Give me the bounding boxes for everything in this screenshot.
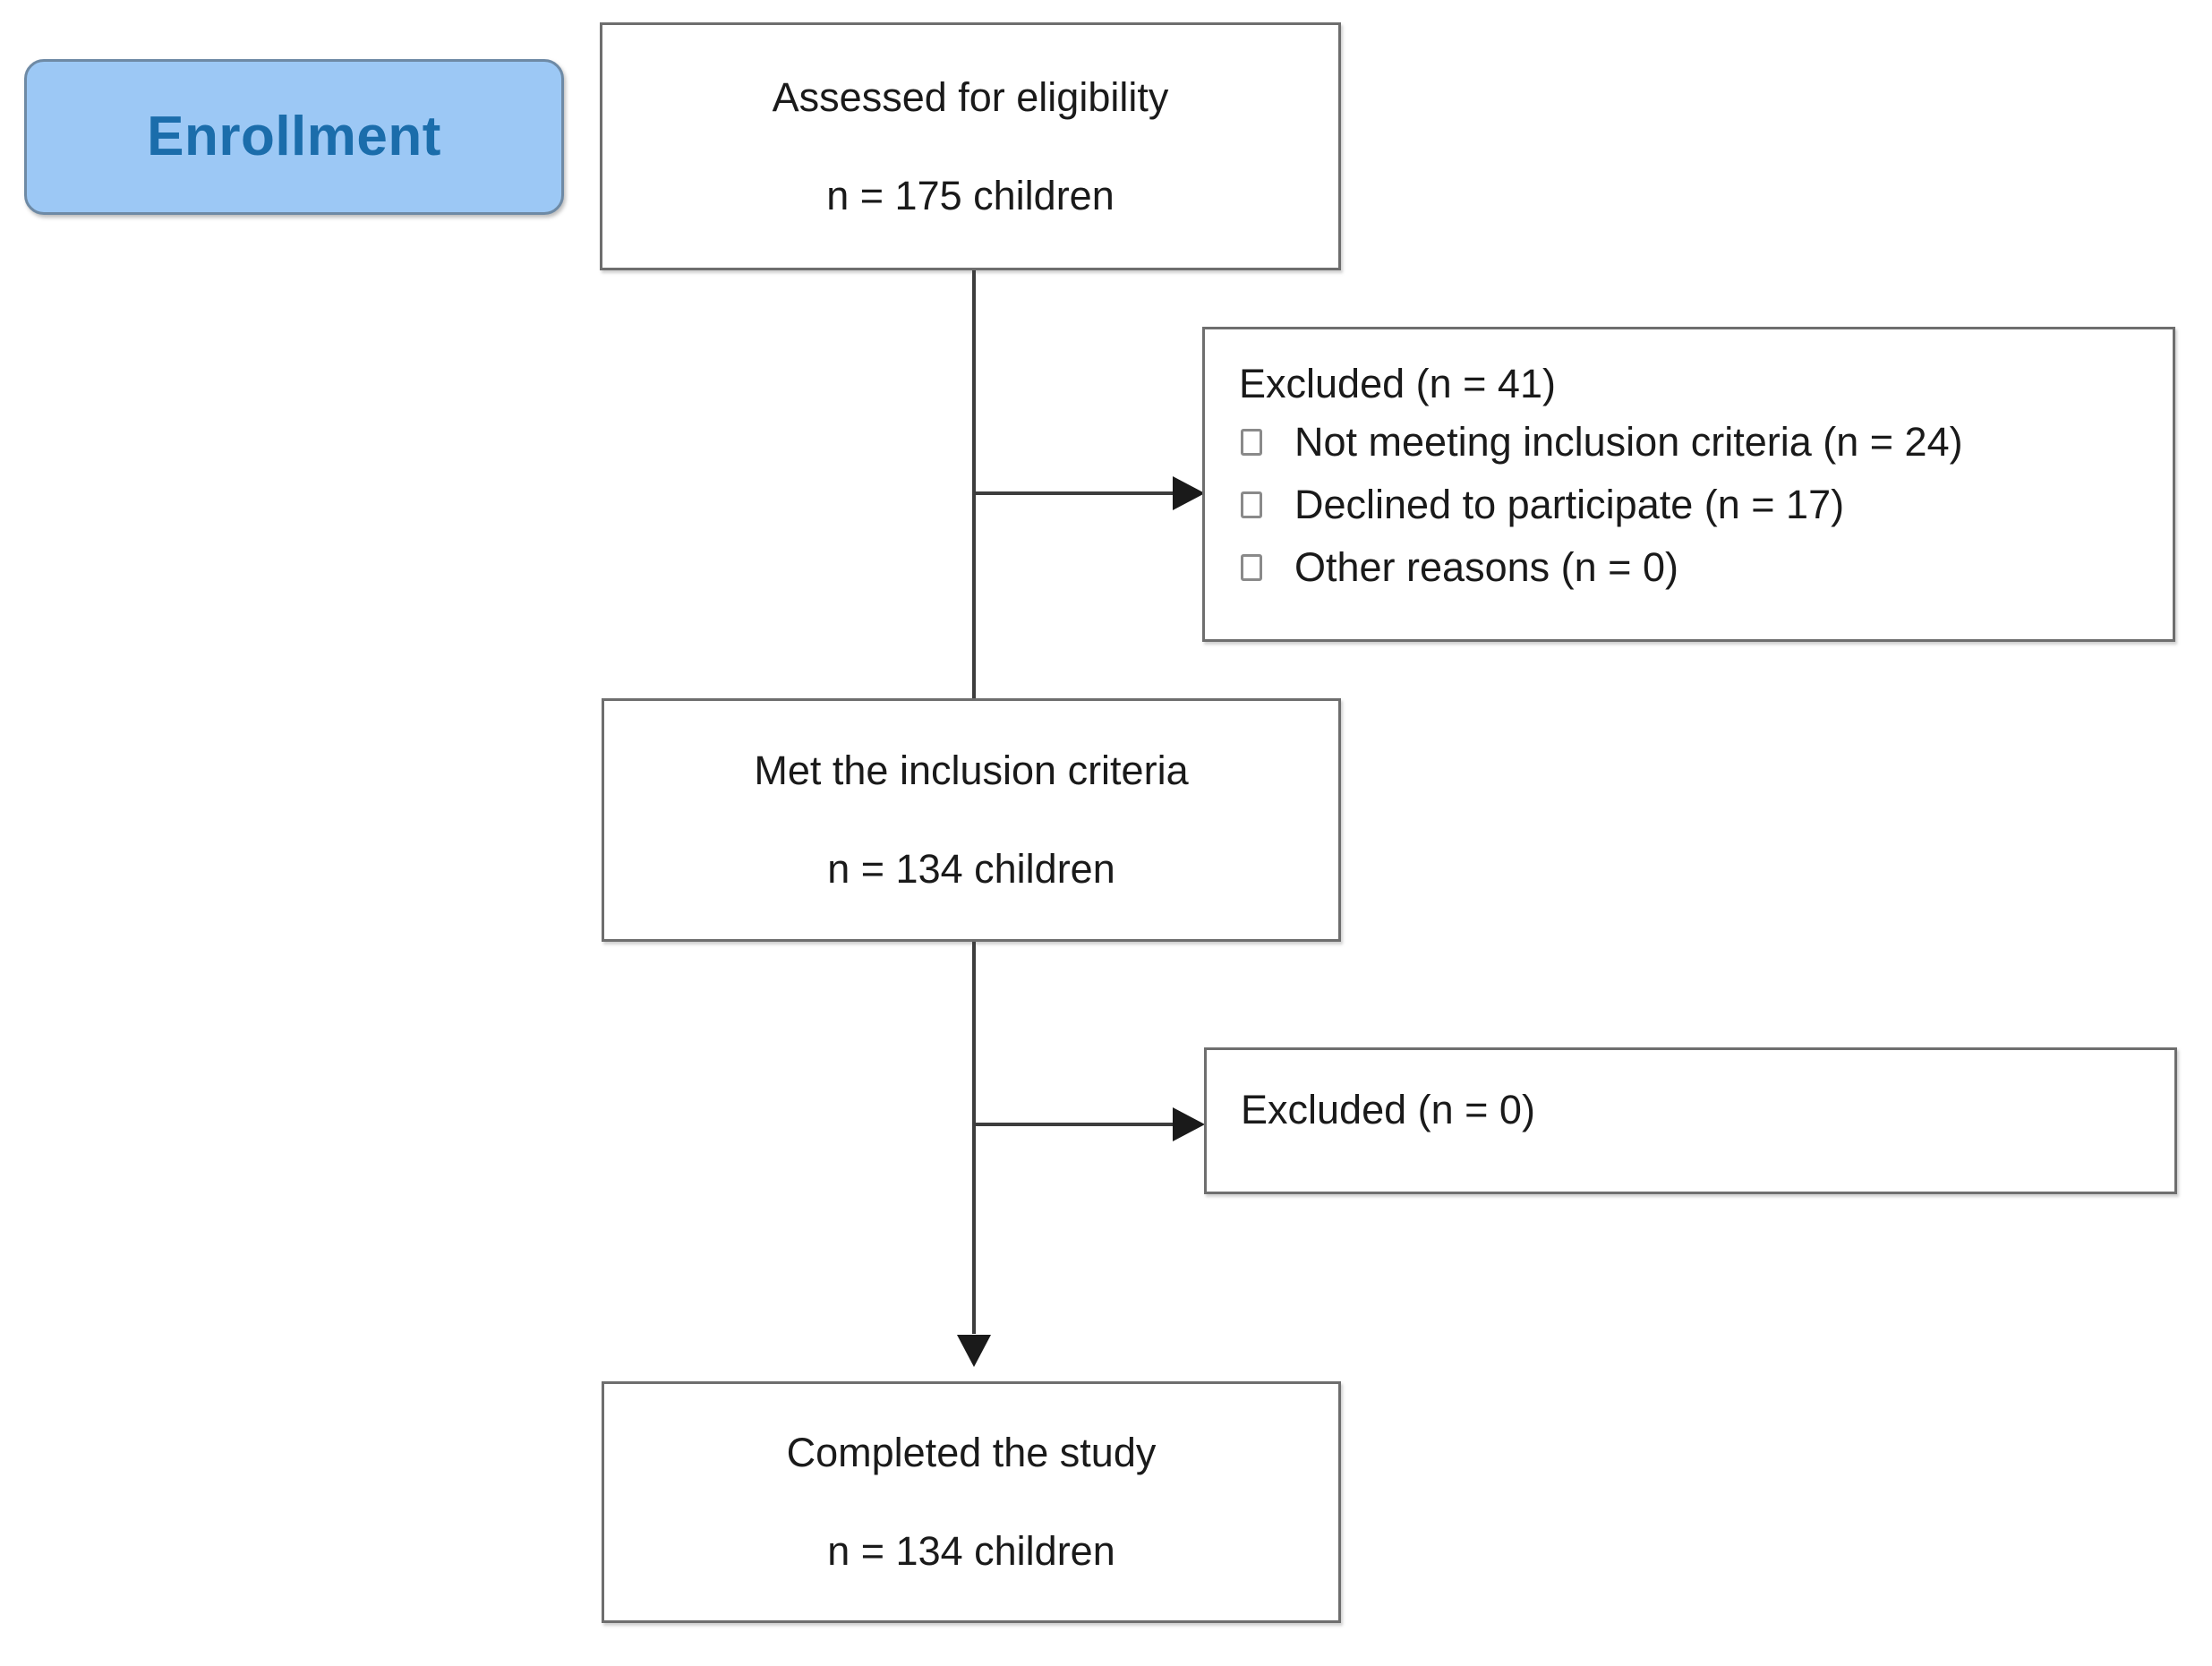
completed-title: Completed the study — [786, 1430, 1157, 1475]
stage-badge-label: Enrollment — [147, 106, 441, 167]
excluded-first-title: Excluded (n = 41) — [1239, 361, 1556, 406]
met-criteria-title: Met the inclusion criteria — [754, 748, 1189, 793]
excluded-first-reason-list: Not meeting inclusion criteria (n = 24) … — [1239, 414, 2173, 595]
list-item: Declined to participate (n = 17) — [1239, 477, 2173, 533]
excluded-second-title: Excluded (n = 0) — [1241, 1087, 1535, 1132]
stage-badge-enrollment: Enrollment — [24, 59, 564, 215]
assessed-title: Assessed for eligibility — [772, 73, 1169, 120]
arrow-head-right-icon — [1173, 1107, 1205, 1141]
connector-met-to-completed — [972, 942, 976, 1334]
list-item: Other reasons (n = 0) — [1239, 540, 2173, 595]
assessed-count: n = 175 children — [826, 172, 1115, 218]
connector-assessed-to-met — [972, 270, 976, 700]
excluded-reason-label: Other reasons (n = 0) — [1294, 544, 1678, 591]
square-bullet-icon — [1241, 428, 1262, 456]
box-completed-the-study: Completed the study n = 134 children — [602, 1381, 1341, 1623]
box-met-inclusion-criteria: Met the inclusion criteria n = 134 child… — [602, 698, 1341, 942]
connector-met-to-excluded — [974, 1123, 1189, 1126]
box-assessed-for-eligibility: Assessed for eligibility n = 175 childre… — [600, 22, 1341, 270]
arrow-head-down-icon — [957, 1335, 991, 1367]
excluded-reason-label: Declined to participate (n = 17) — [1294, 482, 1845, 528]
met-criteria-count: n = 134 children — [827, 846, 1115, 892]
excluded-reason-label: Not meeting inclusion criteria (n = 24) — [1294, 419, 1963, 466]
square-bullet-icon — [1241, 553, 1262, 581]
box-excluded-first: Excluded (n = 41) Not meeting inclusion … — [1202, 327, 2175, 642]
list-item: Not meeting inclusion criteria (n = 24) — [1239, 414, 2173, 470]
completed-count: n = 134 children — [827, 1528, 1115, 1574]
connector-assessed-to-excluded — [974, 491, 1189, 495]
square-bullet-icon — [1241, 491, 1262, 518]
box-excluded-second: Excluded (n = 0) — [1204, 1047, 2177, 1194]
arrow-head-right-icon — [1173, 476, 1205, 510]
